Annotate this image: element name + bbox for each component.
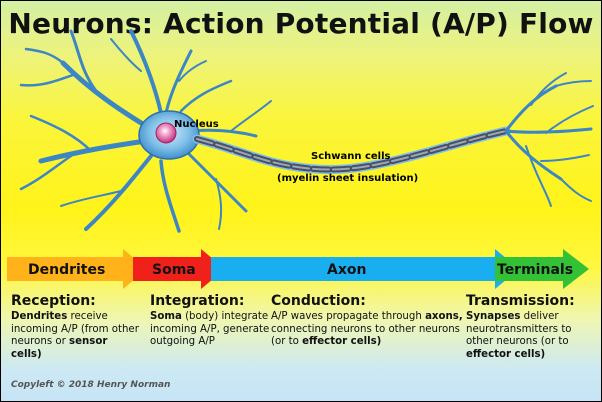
diagram-title: Neurons: Action Potential (A/P) Flow <box>8 7 594 40</box>
text-part: (body) integrate incoming A/P, generate … <box>150 311 270 348</box>
stage-dendrites-label: Dendrites <box>28 262 106 278</box>
transmission-heading: Transmission: <box>466 293 575 309</box>
text-part: Dendrites <box>11 311 68 322</box>
text-part: A/P waves propagate through <box>271 311 426 322</box>
copyright-notice: Copyleft © 2018 Henry Norman <box>11 380 171 390</box>
nucleus <box>155 122 177 144</box>
text-part: effector cells) <box>302 336 382 348</box>
text-part: Synapses <box>466 311 521 322</box>
dendrites-arrow <box>7 249 147 289</box>
conduction-text: A/P waves propagate through axons, conne… <box>271 311 471 349</box>
text-part: axons, <box>425 311 463 322</box>
stage-soma-label: Soma <box>152 262 196 278</box>
schwann-cells-label: Schwann cells <box>311 151 391 162</box>
terminals-arrow <box>495 249 589 289</box>
transmission-text: Synapses deliver neurotransmitters to ot… <box>466 311 598 361</box>
text-part: deliver neurotransmitters to other neuro… <box>466 311 572 348</box>
axon <box>192 126 511 175</box>
stage-axon-label: Axon <box>327 262 367 278</box>
text-part: effector cells) <box>466 348 546 360</box>
dendrites <box>19 29 272 233</box>
reception-column: Reception: Dendrites receive incoming A/… <box>11 293 141 361</box>
text-part: Soma <box>150 311 182 322</box>
flow-arrows <box>7 249 589 289</box>
nucleus-label: Nucleus <box>174 119 219 130</box>
text-part: sensor cells) <box>11 336 108 360</box>
soma-arrow <box>133 249 225 289</box>
text-part: receive incoming A/P (from other neurons… <box>11 311 139 348</box>
neuron-illustration <box>19 29 594 233</box>
axon-arrow <box>211 249 519 289</box>
transmission-column: Transmission: Synapses deliver neurotran… <box>466 293 598 361</box>
reception-text: Dendrites receive incoming A/P (from oth… <box>11 311 141 361</box>
myelin-sheath-label: (myelin sheet insulation) <box>277 173 419 184</box>
reception-heading: Reception: <box>11 293 96 309</box>
axon-terminals <box>504 72 594 207</box>
conduction-column: Conduction: A/P waves propagate through … <box>271 293 471 349</box>
text-part: connecting neurons to other neurons (or … <box>271 323 460 348</box>
stage-terminals-label: Terminals <box>497 262 574 278</box>
integration-heading: Integration: <box>150 293 245 309</box>
conduction-heading: Conduction: <box>271 293 366 309</box>
integration-text: Soma (body) integrate incoming A/P, gene… <box>150 311 272 349</box>
integration-column: Integration: Soma (body) integrate incom… <box>150 293 272 349</box>
